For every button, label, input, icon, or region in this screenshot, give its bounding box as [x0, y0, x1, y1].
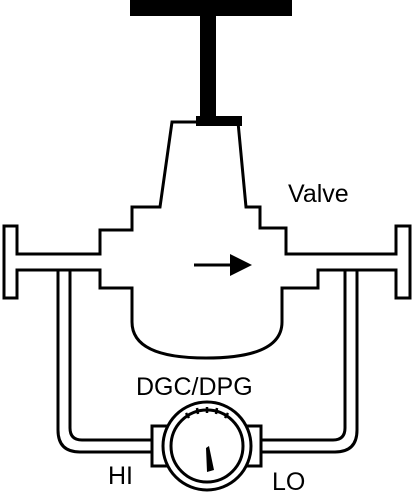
hi-port-label: HI [108, 462, 133, 490]
flow-direction-arrow-icon [194, 254, 252, 276]
hi-impulse-line [56, 270, 160, 454]
valve-handwheel [130, 0, 292, 126]
pressure-gauge-icon [150, 400, 263, 492]
lo-impulse-line [254, 270, 359, 454]
gauge-label: DGC/DPG [136, 373, 253, 401]
valve-body [2, 120, 412, 360]
lo-port-label: LO [272, 468, 305, 496]
gauge-scale-ticks [184, 407, 230, 419]
valve-label: Valve [288, 180, 349, 208]
gauge-needle [206, 446, 214, 472]
